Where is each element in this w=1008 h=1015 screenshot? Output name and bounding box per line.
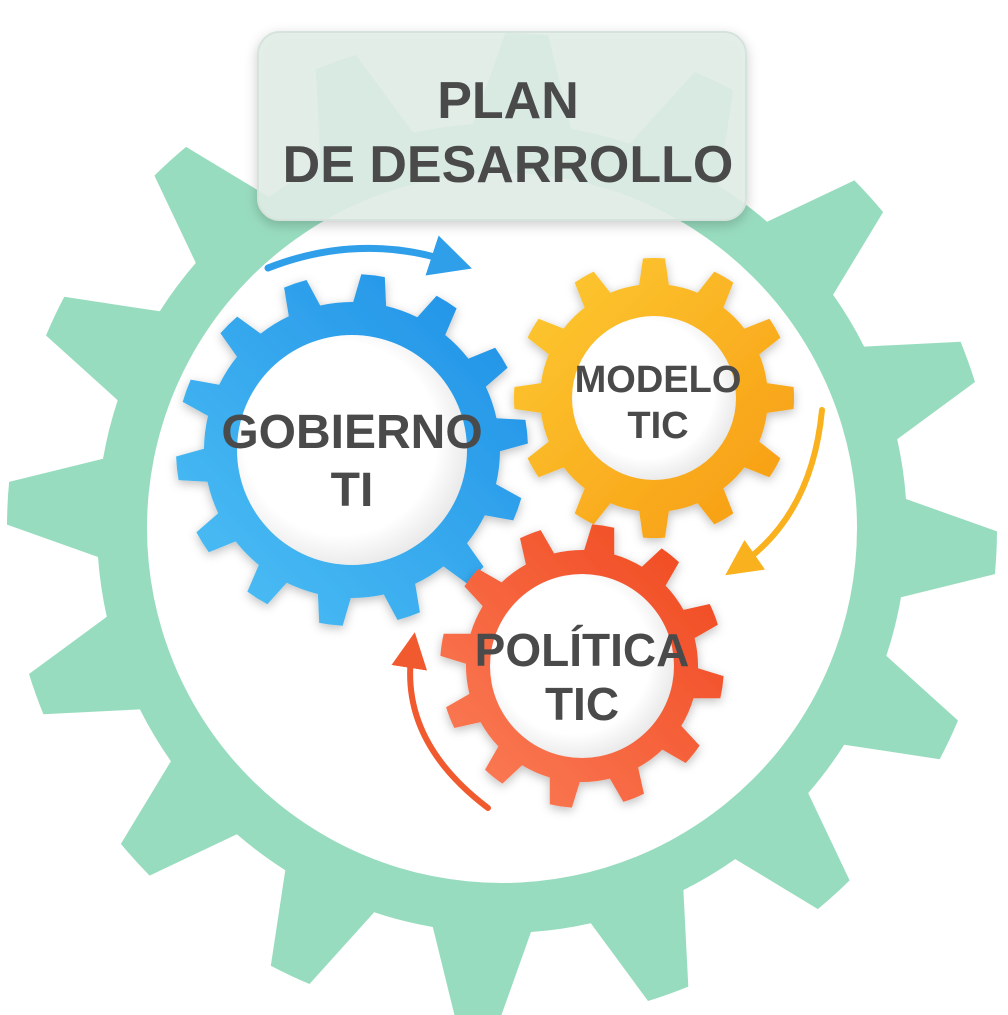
gear-politica-tic — [440, 524, 724, 808]
gear-modelo-label-1: MODELO — [575, 359, 742, 401]
gear-gobierno-label-2: TI — [331, 464, 374, 517]
title-box — [257, 31, 747, 221]
arrow-blue — [264, 235, 472, 276]
gear-modelo-tic — [513, 257, 795, 539]
gear-politica-center — [490, 574, 674, 758]
arrow-red — [391, 632, 491, 811]
title-line-1: PLAN — [437, 72, 579, 130]
gear-politica-label-2: TIC — [545, 678, 619, 730]
gear-gobierno-label-1: GOBIERNO — [221, 406, 482, 459]
gear-gobierno-ti — [176, 274, 528, 626]
arrow-yellow — [725, 407, 825, 576]
gear-modelo-center — [572, 316, 736, 480]
gear-gobierno-center — [237, 335, 467, 565]
gear-modelo-label-2: TIC — [627, 405, 688, 447]
gear-politica-label-1: POLÍTICA — [475, 624, 690, 676]
title-line-2: DE DESARROLLO — [283, 136, 734, 194]
